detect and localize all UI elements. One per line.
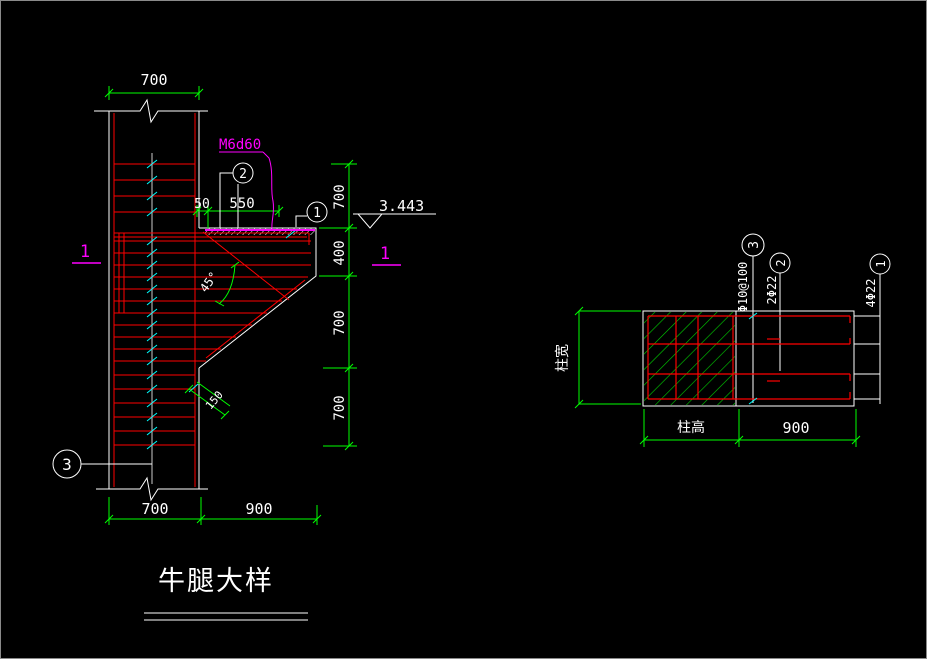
section-callout-3-num: 3 bbox=[747, 241, 762, 249]
dim-edge-150: 150 bbox=[203, 389, 226, 413]
column-outline bbox=[94, 98, 317, 502]
midbar-label: 2Φ22 bbox=[765, 276, 779, 305]
dim-chain-700b: 700 bbox=[332, 310, 348, 335]
angle-arc bbox=[218, 264, 236, 305]
section-mark-left: 1 bbox=[80, 242, 90, 262]
rebar-lines bbox=[113, 113, 311, 487]
title-underline bbox=[144, 612, 308, 621]
slope-face-bar bbox=[205, 279, 306, 359]
dim-offset: 50 bbox=[194, 197, 210, 212]
corbel-outline bbox=[198, 227, 317, 369]
break-line-top bbox=[94, 98, 208, 124]
dim-top: 700 bbox=[140, 71, 167, 89]
section-mark-lines bbox=[72, 262, 401, 266]
plate-annotation bbox=[205, 151, 315, 231]
bent-bar-45 bbox=[202, 231, 290, 301]
dim-bottom-700: 700 bbox=[141, 500, 168, 518]
section-rect bbox=[642, 310, 855, 407]
corbel-elevation-view: 700 50 550 700 400 700 700 700 900 45° 1… bbox=[52, 71, 436, 621]
callouts bbox=[52, 162, 436, 479]
dim-column-width: 柱宽 bbox=[554, 344, 571, 372]
plate-leader bbox=[262, 151, 275, 230]
dim-angle: 45° bbox=[197, 269, 221, 295]
section-view: 3 2 1 Φ10@100 2Φ22 4Φ22 柱宽 柱高 900 bbox=[554, 233, 891, 447]
section-rebar bbox=[647, 315, 851, 400]
dim-chain-400: 400 bbox=[332, 240, 348, 265]
cornerbar-label: 4Φ22 bbox=[864, 279, 878, 308]
section-ticks bbox=[748, 312, 758, 405]
section-outline bbox=[642, 233, 891, 407]
callout-3-num: 3 bbox=[62, 455, 72, 474]
dim-chain-700c: 700 bbox=[332, 395, 348, 420]
dim-chain-700a: 700 bbox=[332, 184, 348, 209]
section-callout-2-num: 2 bbox=[774, 259, 788, 266]
dim-section-900: 900 bbox=[782, 419, 809, 437]
section-dimensions bbox=[574, 306, 861, 447]
stirrup-label: Φ10@100 bbox=[736, 262, 750, 313]
magenta-texts: M6d60 1 1 bbox=[80, 137, 390, 264]
dim-plate: 550 bbox=[229, 196, 254, 212]
dim-bottom-900: 900 bbox=[245, 500, 272, 518]
callout-circle-1 bbox=[306, 201, 328, 223]
embedded-plate-hatch bbox=[205, 228, 315, 235]
stirrup-ticks bbox=[146, 159, 297, 450]
elevation-triangle-icon bbox=[356, 213, 384, 229]
break-line-bottom bbox=[96, 476, 208, 502]
column-stirrups bbox=[114, 163, 311, 446]
plate-label: M6d60 bbox=[219, 137, 261, 153]
callout-1-leader bbox=[295, 215, 307, 227]
section-texts: 3 2 1 Φ10@100 2Φ22 4Φ22 柱宽 柱高 900 bbox=[554, 241, 888, 437]
elevation-value: 3.443 bbox=[379, 197, 424, 215]
dimension-lines bbox=[104, 86, 357, 525]
callout-1-num: 1 bbox=[313, 206, 321, 221]
section-callout-1-num: 1 bbox=[874, 260, 888, 267]
dim-column-depth: 柱高 bbox=[677, 419, 705, 436]
callout-2-num: 2 bbox=[239, 167, 247, 182]
column-hatch bbox=[644, 312, 735, 405]
drawing-title: 牛腿大样 bbox=[158, 566, 274, 597]
section-mark-right: 1 bbox=[380, 244, 390, 264]
callout-2-leader bbox=[219, 172, 233, 228]
